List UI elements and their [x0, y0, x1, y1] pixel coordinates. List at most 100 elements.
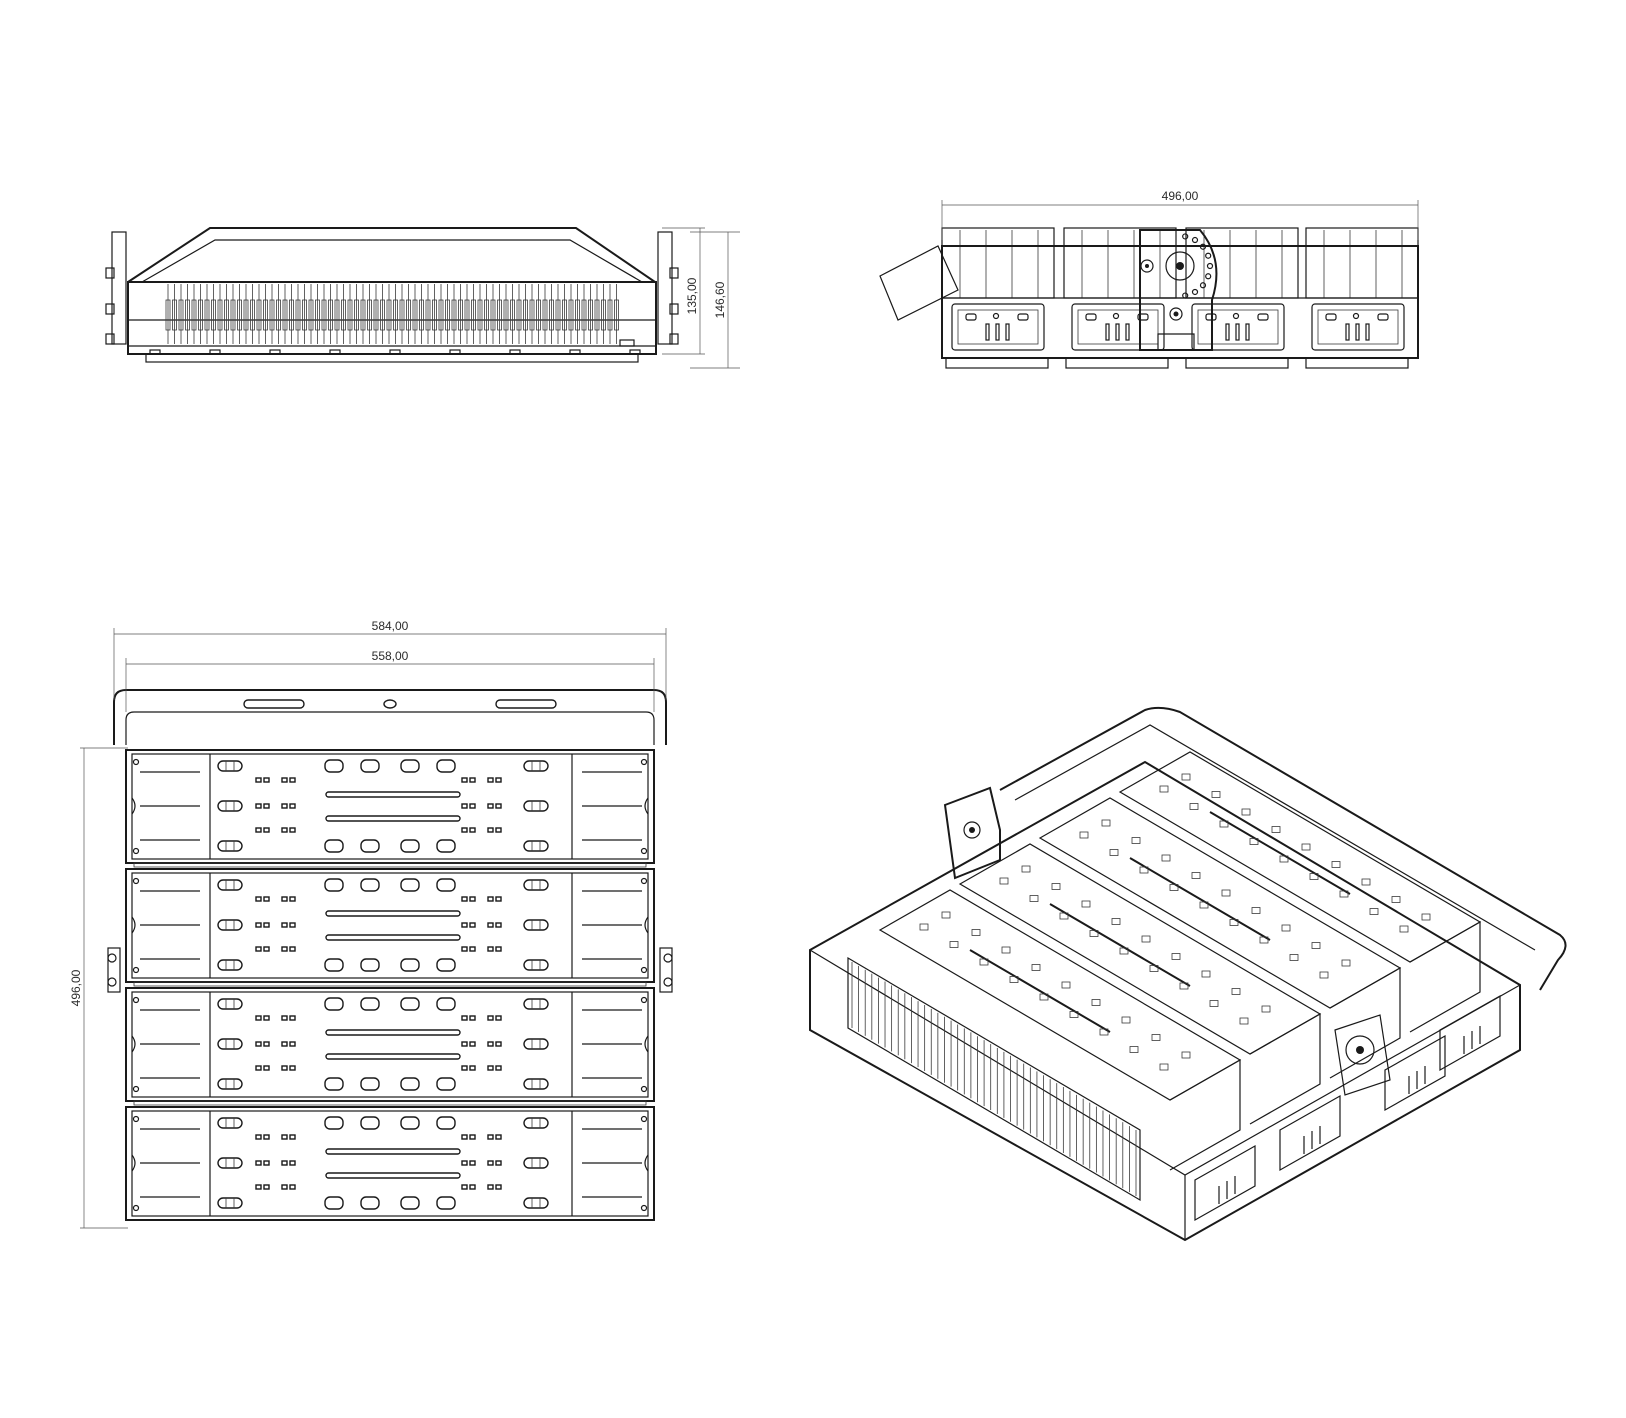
iso-led-pad: [1099, 1028, 1109, 1036]
fin-slot: [581, 299, 587, 331]
iso-led-pad: [1249, 838, 1259, 845]
iso-led-pad: [1339, 890, 1349, 898]
led-pad: [360, 958, 380, 972]
iso-led-pad: [919, 923, 929, 931]
led-dot: [255, 777, 262, 783]
iso-led-pad: [1161, 854, 1171, 862]
led-dot: [263, 1015, 270, 1021]
base-clip: [269, 349, 281, 355]
iso-led-pad: [1229, 919, 1239, 926]
iso-led-pad: [949, 941, 959, 948]
led-dot: [461, 777, 468, 783]
fin-slot: [477, 299, 483, 331]
led-dot: [487, 1015, 494, 1021]
led-dot: [461, 1015, 468, 1021]
iso-led-pad: [1179, 982, 1189, 990]
driver-port: [1085, 313, 1097, 321]
fin-slot: [393, 299, 398, 331]
fin-slot: [562, 299, 567, 331]
fin-slot: [406, 299, 411, 331]
base-clip: [329, 349, 341, 355]
fin-slot: [425, 299, 431, 331]
led-dot: [281, 1065, 288, 1071]
screw: [132, 1204, 140, 1212]
led-dot: [461, 827, 468, 833]
led-dot: [281, 803, 288, 809]
led-pad: [523, 1078, 549, 1090]
base-clip: [389, 349, 401, 355]
fin-slot: [360, 299, 366, 331]
iso-module-plate: [958, 843, 1322, 1055]
iso-driver-box: [1279, 1094, 1341, 1172]
driver-pin: [985, 323, 990, 341]
driver-pin: [1115, 323, 1120, 341]
led-dot: [461, 1134, 468, 1140]
led-dot: [469, 1065, 476, 1071]
led-dot: [469, 803, 476, 809]
iso-led-pad: [979, 958, 989, 966]
iso-led-pad: [1051, 883, 1061, 890]
iso-led-pad: [1399, 925, 1409, 933]
led-dot: [487, 1160, 494, 1166]
driver-box: [1311, 303, 1405, 351]
led-pad: [523, 1197, 549, 1209]
fin-slot: [295, 299, 301, 331]
led-dot: [289, 803, 296, 809]
screw: [640, 877, 648, 885]
led-dot: [281, 1041, 288, 1047]
led-pad: [217, 840, 243, 852]
driver-port: [1137, 313, 1149, 321]
fin-slot: [497, 299, 502, 331]
led-dot: [469, 1160, 476, 1166]
led-dot: [469, 896, 476, 902]
iso-led-pad: [1281, 924, 1291, 932]
driver-inner: [1317, 309, 1399, 345]
iso-led-pad: [1079, 831, 1089, 839]
led-pad: [523, 998, 549, 1010]
base-clip: [509, 349, 521, 355]
screw: [132, 996, 140, 1004]
iso-led-pad: [1231, 988, 1241, 995]
led-dot: [495, 1134, 502, 1140]
fin-slot: [204, 299, 210, 331]
fin-slot: [432, 299, 437, 331]
adjust-hole: [1191, 236, 1199, 244]
fin-slot: [289, 299, 294, 331]
led-dot: [281, 1015, 288, 1021]
led-pad: [324, 1116, 344, 1130]
iso-led-pad: [1061, 981, 1071, 989]
iso-center-slot: [1209, 811, 1351, 895]
led-dot: [495, 1184, 502, 1190]
led-dot: [289, 827, 296, 833]
led-dot: [281, 827, 288, 833]
led-pad: [523, 840, 549, 852]
led-dot: [263, 896, 270, 902]
led-dot: [469, 922, 476, 928]
iso-led-pad: [1301, 843, 1311, 851]
led-module: [125, 1106, 655, 1221]
led-pad: [360, 839, 380, 853]
screw: [132, 877, 140, 885]
iso-led-pad: [1091, 999, 1101, 1006]
adjust-hole: [1182, 233, 1189, 240]
led-dot: [469, 827, 476, 833]
base-clip: [569, 349, 581, 355]
led-dot: [281, 946, 288, 952]
driver-pin: [1365, 323, 1370, 341]
driver-pin: [1355, 323, 1360, 341]
dim-height-a: 135,00: [685, 277, 699, 314]
led-pad: [324, 839, 344, 853]
iso-module-plate: [878, 889, 1242, 1101]
iso-led-pad: [1141, 935, 1151, 943]
iso-led-pad: [1121, 1016, 1131, 1024]
driver-port: [1377, 313, 1389, 321]
led-pad: [436, 1077, 456, 1091]
led-dot: [495, 922, 502, 928]
dim-side-width: 496,00: [1162, 189, 1199, 203]
led-pad: [324, 997, 344, 1011]
iso-led-pad: [1131, 837, 1141, 844]
base-clip: [209, 349, 221, 355]
led-dot: [487, 922, 494, 928]
led-pad: [324, 759, 344, 773]
iso-led-pad: [1181, 1051, 1191, 1059]
